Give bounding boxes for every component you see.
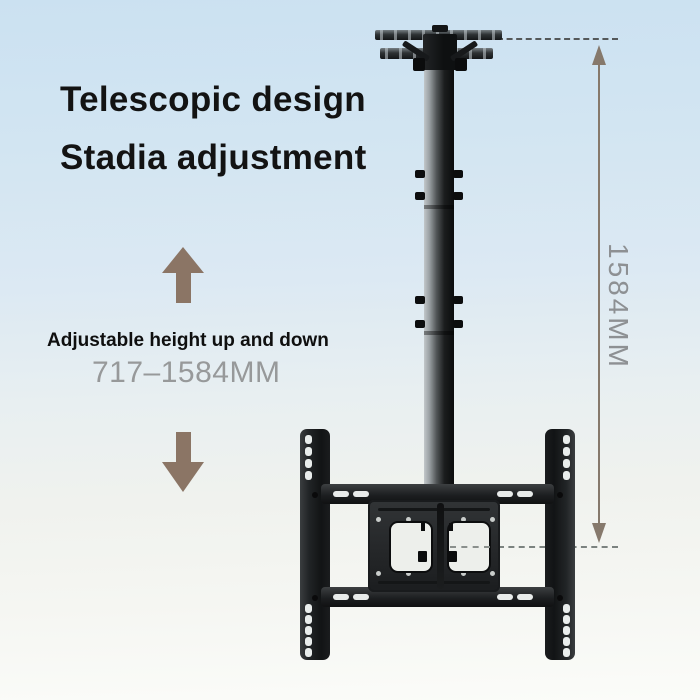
crossbar-slot — [517, 491, 533, 497]
pole-knob-right-2 — [453, 192, 463, 200]
rail-slot — [563, 648, 570, 657]
crossbar-slot — [333, 491, 349, 497]
mount-hub — [423, 34, 457, 70]
headline-line-1: Telescopic design — [60, 80, 366, 119]
cutout-clip — [448, 551, 457, 562]
bracket-right-rail — [545, 429, 575, 660]
dimension-value-label: 1584MM — [603, 243, 634, 370]
pole-knob-left-2 — [415, 192, 425, 200]
rail-slot — [563, 471, 570, 480]
cutout-clip — [418, 551, 427, 562]
dimension-arrowhead-up-icon — [592, 45, 606, 65]
up-arrow-shaft — [175, 273, 191, 303]
crossbar-slot — [353, 594, 369, 600]
down-arrow-icon — [162, 432, 204, 492]
bracket-top-crossbar — [321, 484, 554, 504]
top-extension-dashed-line — [497, 38, 618, 40]
down-arrow-head — [162, 462, 204, 492]
dimension-arrowhead-down-icon — [592, 523, 606, 543]
rail-slot — [305, 626, 312, 635]
down-arrow-shaft — [175, 432, 191, 462]
hub-clamp-right — [455, 58, 467, 71]
adjustable-height-label: Adjustable height up and down — [47, 330, 329, 351]
plate-hole — [490, 517, 495, 522]
pole-knob-left-1 — [415, 170, 425, 178]
rail-slot — [305, 471, 312, 480]
crossbar-slot — [497, 491, 513, 497]
pole-knob-right-3 — [453, 296, 463, 304]
rail-slot — [563, 459, 570, 468]
plate-hole — [406, 517, 411, 522]
bracket-bottom-crossbar — [321, 587, 554, 607]
rail-slot — [563, 447, 570, 456]
cutout-tick — [449, 523, 453, 531]
rail-pivot-screw — [312, 595, 318, 601]
vesa-cutout-left — [389, 521, 433, 573]
pole-joint-band-upper — [424, 205, 454, 209]
crossbar-slot — [353, 491, 369, 497]
mount-hub-cap — [432, 25, 448, 32]
pole-knob-left-3 — [415, 296, 425, 304]
up-arrow-head — [162, 247, 204, 273]
rail-slot — [305, 447, 312, 456]
rail-slot — [305, 435, 312, 444]
plate-groove-bottom — [378, 581, 490, 584]
pole-knob-left-4 — [415, 320, 425, 328]
rail-slot — [305, 615, 312, 624]
rail-pivot-screw — [312, 492, 318, 498]
rail-slot — [563, 435, 570, 444]
up-arrow-icon — [162, 247, 204, 303]
rail-slot — [563, 626, 570, 635]
crossbar-slot — [497, 594, 513, 600]
rail-slot — [563, 615, 570, 624]
plate-hole — [376, 571, 381, 576]
cutout-tick — [421, 523, 425, 531]
rail-slot — [305, 604, 312, 613]
rail-slot — [305, 637, 312, 646]
crossbar-slot — [517, 594, 533, 600]
telescopic-pole — [424, 66, 454, 486]
plate-center-channel — [437, 503, 444, 589]
headline-line-2: Stadia adjustment — [60, 138, 367, 177]
crossbar-slot — [333, 594, 349, 600]
rail-pivot-screw — [557, 492, 563, 498]
pole-joint-band-lower — [424, 331, 454, 335]
plate-groove-top — [378, 508, 490, 511]
pole-knob-right-4 — [453, 320, 463, 328]
rail-slot — [305, 648, 312, 657]
plate-hole — [461, 517, 466, 522]
hub-clamp-left — [413, 58, 425, 71]
plate-hole — [406, 571, 411, 576]
plate-hole — [461, 571, 466, 576]
dashed-line-through-cutout — [450, 546, 490, 548]
pole-knob-right-1 — [453, 170, 463, 178]
plate-hole — [490, 571, 495, 576]
height-range-label: 717–1584MM — [92, 356, 281, 389]
dimension-line — [598, 63, 600, 525]
rail-slot — [305, 459, 312, 468]
rail-pivot-screw — [557, 595, 563, 601]
rail-slot — [563, 604, 570, 613]
rail-slot — [563, 637, 570, 646]
plate-hole — [376, 517, 381, 522]
